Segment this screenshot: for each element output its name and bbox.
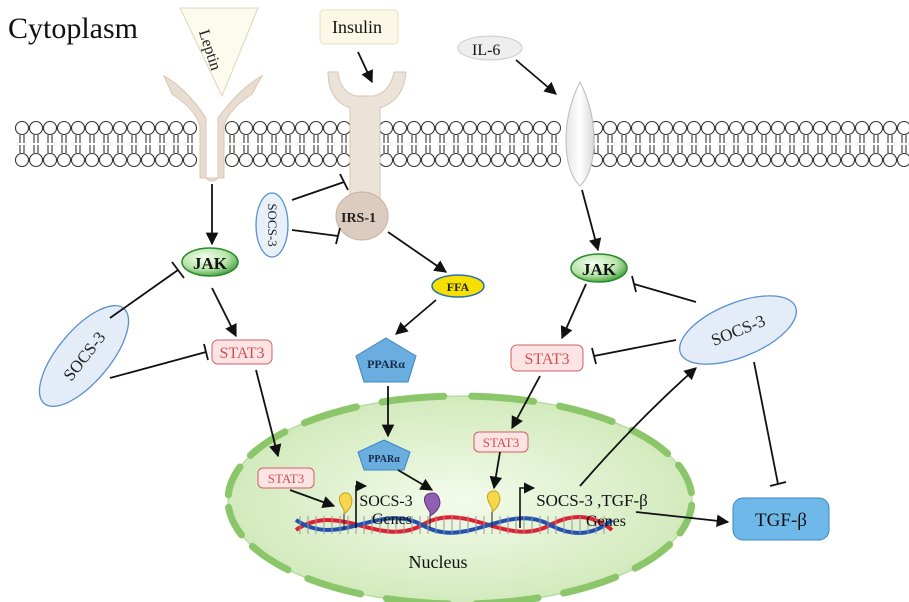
ffa-label: FFA <box>447 280 470 294</box>
jak-right-label: JAK <box>582 260 617 279</box>
activation-arrows <box>205 51 730 528</box>
genes-left-line2: Genes <box>372 511 412 528</box>
nucleus <box>224 392 696 602</box>
inhibition-lines <box>109 173 787 487</box>
il6-ligand <box>457 35 523 61</box>
il6-receptor <box>565 80 595 187</box>
stat3-left-node <box>211 339 273 365</box>
leptin-ligand <box>179 7 259 98</box>
genes-left-line1: SOCS-3 <box>359 493 412 510</box>
irs1-label: IRS-1 <box>341 211 376 226</box>
il6-label: IL-6 <box>472 42 500 59</box>
cytoplasm-label: Cytoplasm <box>8 12 138 45</box>
stat3-right-label: STAT3 <box>525 351 570 368</box>
tf-marker-purple <box>424 492 441 528</box>
tf-marker-yellow-left <box>338 492 353 530</box>
jak-left-node <box>181 247 239 277</box>
stat3-nuc-right-node <box>473 431 529 453</box>
socs3-top-node <box>255 192 289 258</box>
ppara-cyto-label: PPARα <box>367 357 405 371</box>
insulin-label: Insulin <box>332 17 382 37</box>
ppara-nuc-node <box>357 439 411 471</box>
genes-right-line1: SOCS-3 ,TGF-β <box>536 491 648 510</box>
promoter-right-arrow <box>519 482 536 528</box>
cell-membrane <box>14 120 909 168</box>
socs3-right-node <box>678 295 798 365</box>
ppara-cyto-node <box>355 337 417 383</box>
jak-right-node <box>570 253 628 283</box>
stat3-nuc-left-label: STAT3 <box>268 471 305 486</box>
irs1-node <box>335 191 389 241</box>
insulin-ligand <box>319 9 399 45</box>
tgfb-label: TGF-β <box>755 510 807 531</box>
stat3-nuc-right-label: STAT3 <box>483 435 520 450</box>
genes-right-line2: Genes <box>586 513 626 530</box>
socs3-top-label: SOCS-3 <box>265 203 280 246</box>
stat3-right-node <box>510 344 584 372</box>
tf-marker-yellow-right <box>486 490 501 528</box>
tgfb-node <box>732 497 830 541</box>
ffa-node <box>431 274 485 298</box>
stat3-nuc-left-node <box>257 467 315 489</box>
jak-left-label: JAK <box>193 254 228 273</box>
stat3-left-label: STAT3 <box>220 345 265 362</box>
leptin-receptor <box>162 74 264 182</box>
ppara-nuc-label: PPARα <box>368 454 400 465</box>
insulin-receptor <box>327 71 407 208</box>
nucleus-label: Nucleus <box>409 552 468 572</box>
promoter-left-arrow <box>355 480 368 528</box>
